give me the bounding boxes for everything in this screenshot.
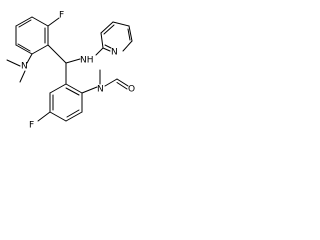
bond (128, 25, 133, 42)
bond-ring-n (26, 53, 33, 64)
bond-nh-pyridine (95, 47, 104, 56)
double-bond (18, 19, 32, 28)
bond (112, 21, 130, 27)
bond (15, 16, 33, 27)
bond-ch-nh (65, 58, 81, 64)
bond-ring-f (47, 17, 60, 27)
bond-ring-ch (47, 44, 67, 64)
dimethylamino-nitrogen: N (21, 62, 28, 72)
pyridine-nitrogen: N (111, 48, 118, 58)
fluorine-atom-top: F (59, 11, 64, 21)
double-bond (103, 24, 115, 35)
molecule-drawing: F N NH N F N (6, 11, 135, 131)
amine-nh: NH (80, 56, 94, 66)
bond (15, 44, 33, 55)
bond-ring-n (81, 86, 98, 94)
ring-bottom (49, 83, 83, 122)
bond (65, 83, 83, 94)
carbonyl-oxygen: O (128, 85, 135, 95)
double-bond (127, 28, 131, 41)
carbonyl-bond (116, 78, 129, 87)
bond (100, 32, 104, 49)
bond (49, 111, 67, 122)
bond-n-methyl (19, 70, 26, 83)
double-bond (17, 43, 31, 52)
bond (65, 111, 83, 122)
double-bond (104, 44, 112, 49)
bond (49, 83, 67, 94)
bond (122, 40, 133, 52)
pyridine-ring (100, 21, 133, 52)
double-bond (66, 109, 80, 118)
fluorine-atom-bottom: F (29, 121, 34, 131)
amide-nitrogen: N (97, 85, 104, 95)
ring-top-left (15, 16, 49, 55)
bond-n-methyl (6, 59, 21, 67)
bond-ring-f (37, 111, 51, 122)
carbonyl-bond (116, 82, 128, 90)
bond-n-formyl (104, 78, 118, 87)
bond (31, 16, 49, 27)
structure-diagram: F N NH N F N (0, 0, 143, 146)
bond (102, 47, 111, 52)
bond (31, 44, 49, 55)
bond (100, 21, 114, 34)
double-bond (65, 87, 80, 96)
